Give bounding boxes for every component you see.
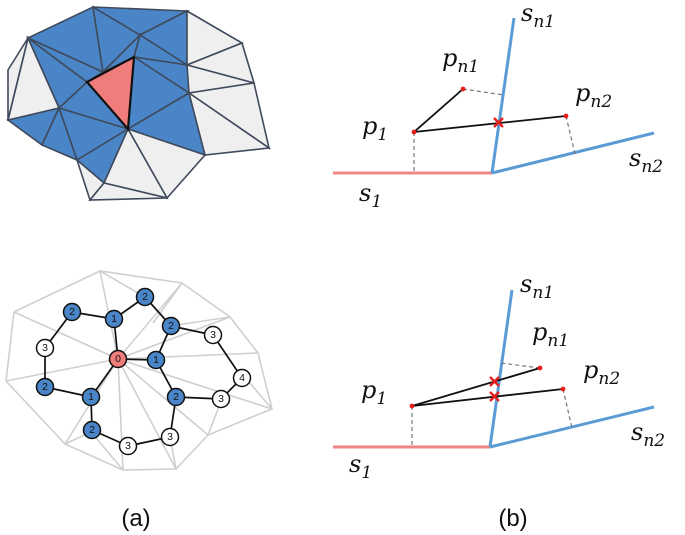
- intersection-marker-bottom-lower: [489, 391, 500, 402]
- graph-node-light: 3: [160, 427, 180, 447]
- point-pn1-top: [460, 86, 466, 92]
- label-p1-top: p1: [362, 112, 388, 145]
- segment-sn1-top: [490, 17, 516, 174]
- point-pn2-top: [563, 113, 569, 119]
- graph-node-label: 0: [115, 353, 121, 365]
- label-sn2-top: sn2: [629, 144, 663, 177]
- point-pn2-bottom: [560, 386, 566, 392]
- point-p1-bottom: [409, 403, 415, 409]
- label-pn2-bottom: pn2: [583, 356, 620, 389]
- segment-sn1-bottom: [488, 289, 514, 448]
- segment-diagram-top: p1 pn1 pn2 sn1 sn2 s1: [333, 0, 663, 212]
- graph-node-blue: 1: [146, 350, 166, 370]
- triangle-mesh-panel: [6, 5, 272, 202]
- graph-node-blue: 2: [62, 302, 82, 322]
- projection-pn1-bottom: [500, 362, 541, 369]
- graph-node-label: 3: [42, 342, 48, 354]
- caption-b: (b): [498, 505, 527, 532]
- mesh-triangle-blue: [40, 105, 79, 162]
- label-pn2-top: pn2: [575, 79, 612, 112]
- mesh-triangle-light: [7, 37, 29, 121]
- graph-node-label: 2: [142, 291, 148, 303]
- graph-nodes: 0 1 1 1 2: [35, 287, 252, 456]
- graph-node-blue: 2: [135, 287, 155, 307]
- connector-p1-pn2-bottom: [411, 388, 564, 407]
- label-s1-bottom: s1: [349, 450, 372, 483]
- graph-node-light: 3: [35, 338, 55, 358]
- graph-node-label: 4: [239, 372, 245, 384]
- graph-node-label: 2: [42, 381, 48, 393]
- connector-p1-pn1-bottom: [411, 367, 541, 407]
- graph-node-blue: 1: [81, 387, 101, 407]
- intersection-marker-top: [493, 117, 504, 128]
- mesh-triangle-light: [88, 182, 168, 201]
- graph-node-light: 3: [211, 389, 231, 409]
- graph-node-label: 3: [210, 329, 216, 341]
- label-pn1-bottom: pn1: [532, 318, 569, 351]
- graph-node-blue: 1: [104, 309, 124, 329]
- caption-a: (a): [121, 505, 150, 532]
- graph-node-label: 2: [69, 306, 75, 318]
- segment-sn2-top: [491, 131, 655, 175]
- graph-node-light: 4: [232, 368, 252, 388]
- projection-pn2-bottom: [562, 388, 573, 429]
- projection-pn1-top: [462, 88, 505, 96]
- graph-node-origin: 0: [108, 349, 128, 369]
- graph-node-label: 3: [218, 393, 224, 405]
- graph-node-label: 2: [89, 424, 95, 436]
- graph-node-blue: 2: [82, 420, 102, 440]
- projection-pn2-top: [565, 115, 576, 155]
- graph-panel: 0 1 1 1 2: [5, 270, 273, 471]
- label-sn2-bottom: sn2: [631, 418, 665, 451]
- label-s1-top: s1: [359, 179, 382, 212]
- intersection-marker-bottom-upper: [489, 376, 500, 387]
- segment-sn2-bottom: [489, 405, 655, 449]
- mesh-center-triangle: [85, 55, 136, 132]
- graph-node-label: 3: [125, 440, 131, 452]
- graph-node-label: 2: [173, 391, 179, 403]
- graph-node-light: 3: [118, 436, 138, 456]
- graph-node-blue: 2: [35, 377, 55, 397]
- graph-node-label: 1: [88, 391, 94, 403]
- graph-node-blue: 2: [166, 387, 186, 407]
- graph-node-label: 1: [153, 354, 159, 366]
- graph-node-label: 3: [167, 431, 173, 443]
- graph-node-light: 3: [203, 325, 223, 345]
- segment-diagram-bottom: p1 pn1 pn2 sn1 sn2 s1: [333, 270, 665, 483]
- connector-p1-pn1-top: [413, 88, 464, 133]
- label-p1-bottom: p1: [361, 376, 387, 409]
- label-sn1-bottom: sn1: [520, 270, 554, 303]
- point-pn1-bottom: [537, 365, 543, 371]
- label-pn1-top: pn1: [442, 44, 479, 77]
- connector-p1-pn2-top: [413, 115, 567, 133]
- point-p1-top: [411, 129, 417, 135]
- label-sn1-top: sn1: [521, 0, 555, 32]
- graph-node-label: 1: [111, 313, 117, 325]
- graph-node-blue: 2: [161, 316, 181, 336]
- graph-node-label: 2: [168, 320, 174, 332]
- mesh-triangle-light: [187, 91, 272, 156]
